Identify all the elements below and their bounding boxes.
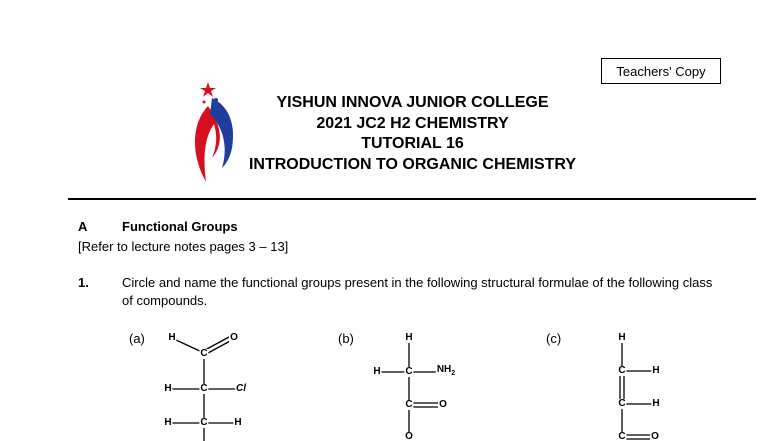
structure-b-label: (b) [338,331,354,346]
atom: C [404,399,414,410]
atom: Cl [235,383,247,394]
divider [68,198,756,200]
atom: C [199,348,209,359]
atom-text: NH [436,364,452,375]
atom: C [617,431,627,441]
atom: NH2 [435,364,457,379]
atom: C [199,383,209,394]
atom: C [199,417,209,428]
atom: O [404,431,414,441]
teachers-copy-box: Teachers' Copy [601,58,721,84]
atom: O [438,399,448,410]
college-logo [194,82,234,182]
atom: C [404,366,414,377]
atom: H [651,398,661,409]
atom: O [229,332,239,343]
question-text: Circle and name the functional groups pr… [122,275,713,290]
atom: H [163,417,173,428]
atom: C [617,398,627,409]
structure-a-label: (a) [129,331,145,346]
title-line: TUTORIAL 16 [361,135,464,152]
atom: H [163,383,173,394]
atom: H [233,417,243,428]
title-line: INTRODUCTION TO ORGANIC CHEMISTRY [248,155,577,173]
atom: H [651,365,661,376]
question-number: 1. [78,275,89,290]
section-title: Functional Groups [122,219,238,234]
section-letter: A [78,219,88,234]
document-title: YISHUN INNOVA JUNIOR COLLEGE 2021 JC2 H2… [200,93,625,175]
structure-c-label: (c) [546,331,562,346]
atom: H [617,332,627,343]
subscript: 2 [451,370,456,377]
atom: H [167,332,177,343]
title-line: 2021 JC2 H2 CHEMISTRY [316,114,509,132]
title-line: YISHUN INNOVA JUNIOR COLLEGE [276,94,549,111]
atom: H [404,332,414,343]
question-text-cont: of compounds. [122,293,208,308]
atom: H [372,366,382,377]
atom: C [617,365,627,376]
section-reference: [Refer to lecture notes pages 3 – 13] [78,239,289,254]
atom: O [650,431,660,441]
